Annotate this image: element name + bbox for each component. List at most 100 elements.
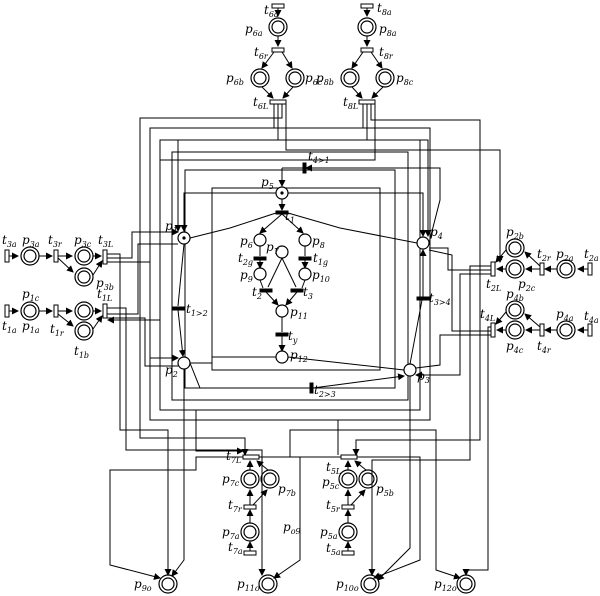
label-p1c-top: p1c: [22, 287, 40, 303]
transition-t8r: [360, 47, 374, 53]
label-t3a: t3a: [2, 233, 17, 249]
place-p3: [403, 363, 417, 377]
transition-t6r: [271, 47, 285, 53]
place-p9: [253, 267, 267, 281]
place-p10: [298, 267, 312, 281]
transition-t3a: [4, 249, 10, 263]
label-p4b: p4b: [506, 287, 524, 303]
label-p10o: p10o: [336, 577, 359, 593]
label-t4a: t4a: [584, 309, 599, 325]
label-t6L: t6L: [253, 95, 268, 111]
label-p6b: p6b: [226, 71, 244, 87]
label-t4L: t4L: [480, 307, 495, 323]
label-t4r: t4r: [537, 339, 552, 355]
label-p3b: p3b: [96, 276, 114, 292]
cell-5-group: [338, 454, 378, 556]
label-p4: p4: [430, 225, 443, 241]
label-t2L: t2L: [486, 277, 501, 293]
transition-t2L: [490, 261, 496, 277]
transition-t1g: [298, 256, 312, 261]
label-p2: p2: [165, 363, 178, 379]
label-p2a: p2a: [556, 247, 574, 263]
transition-ty: [275, 332, 289, 337]
label-p3a: p3a: [22, 233, 40, 249]
output-places: [158, 574, 476, 594]
label-p8a: p8a: [379, 22, 397, 38]
label-p6c: p6c: [305, 71, 323, 87]
connection-wires: [107, 104, 504, 581]
label-p4c: p4c: [506, 339, 524, 355]
cell-7-group: [240, 454, 280, 556]
label-p11: p11: [290, 305, 308, 321]
cell-1-group: [4, 301, 108, 341]
label-p7b: p7b: [278, 482, 296, 498]
label-t2to3: t2>3: [314, 383, 336, 399]
transition-t4r: [539, 323, 545, 337]
transition-t7r: [243, 504, 257, 510]
label-t1b: t1b: [74, 344, 89, 360]
transition-t5L: [340, 454, 358, 460]
label-t3: t3: [303, 285, 313, 301]
label-p1: p1: [165, 219, 178, 235]
label-p1a: p1a: [22, 319, 40, 335]
transition-t2a: [587, 262, 593, 276]
label-p5a: p5a: [320, 525, 338, 541]
cell-4-group: [490, 300, 593, 340]
label-t5r: t5r: [326, 498, 341, 514]
label-p3: p3: [417, 369, 430, 385]
transition-t4to1: [302, 162, 307, 174]
label-t4to1: t4>1: [308, 149, 330, 165]
label-t7L: t7L: [226, 449, 241, 465]
transition-t5r: [341, 504, 355, 510]
label-p2c: p2c: [518, 277, 536, 293]
label-ty: ty: [288, 329, 298, 345]
transition-t4a: [587, 323, 593, 337]
label-t2: t2: [252, 285, 262, 301]
transition-t1to2: [171, 306, 185, 311]
transition-t4L: [490, 322, 496, 338]
label-p4a: p4a: [556, 307, 574, 323]
label-t1r: t1r: [50, 322, 65, 338]
label-t8a: t8a: [377, 1, 392, 17]
place-p12: [275, 350, 289, 364]
label-p12: p12: [290, 348, 308, 364]
label-p10: p10: [312, 268, 330, 284]
label-t7a: t7a: [228, 540, 243, 556]
place-p6: [253, 233, 267, 247]
label-t5L: t5L: [326, 460, 341, 476]
label-t5a: t5a: [326, 541, 341, 557]
transition-t3: [290, 288, 304, 293]
label-t8r: t8r: [379, 45, 394, 61]
label-p11o: p11o: [237, 577, 260, 593]
label-t1L: t1L: [97, 287, 112, 303]
cell-2-group: [490, 238, 593, 279]
label-t2r: t2r: [537, 247, 552, 263]
transition-t7L: [242, 454, 260, 460]
label-p7a: p7a: [222, 525, 240, 541]
central-core: [149, 127, 441, 421]
transition-t6L: [269, 99, 287, 105]
place-p4: [416, 236, 430, 250]
transition-t5a: [341, 550, 355, 556]
transition-t1L: [102, 303, 108, 319]
label-p8: p8: [312, 234, 325, 250]
label-p9: p9: [240, 268, 253, 284]
label-p3c: p3c: [74, 233, 92, 249]
transition-t8a: [360, 3, 374, 9]
transition-t1r: [53, 304, 59, 318]
label-p5c: p5c: [322, 475, 340, 491]
label-p7: p7: [266, 240, 280, 256]
label-t3L: t3L: [98, 233, 113, 249]
label-p8b: p8b: [316, 71, 334, 87]
place-p2: [177, 356, 191, 370]
transition-t6a: [271, 3, 285, 9]
label-t1a: t1a: [2, 319, 17, 335]
label-t3to4: t3>4: [429, 291, 451, 307]
label-t1g: t1g: [313, 251, 328, 267]
label-p7c: p7c: [222, 472, 240, 488]
label-p5: p5: [261, 175, 274, 191]
transition-t3r: [53, 249, 59, 263]
label-p9o: p9o: [134, 577, 152, 593]
